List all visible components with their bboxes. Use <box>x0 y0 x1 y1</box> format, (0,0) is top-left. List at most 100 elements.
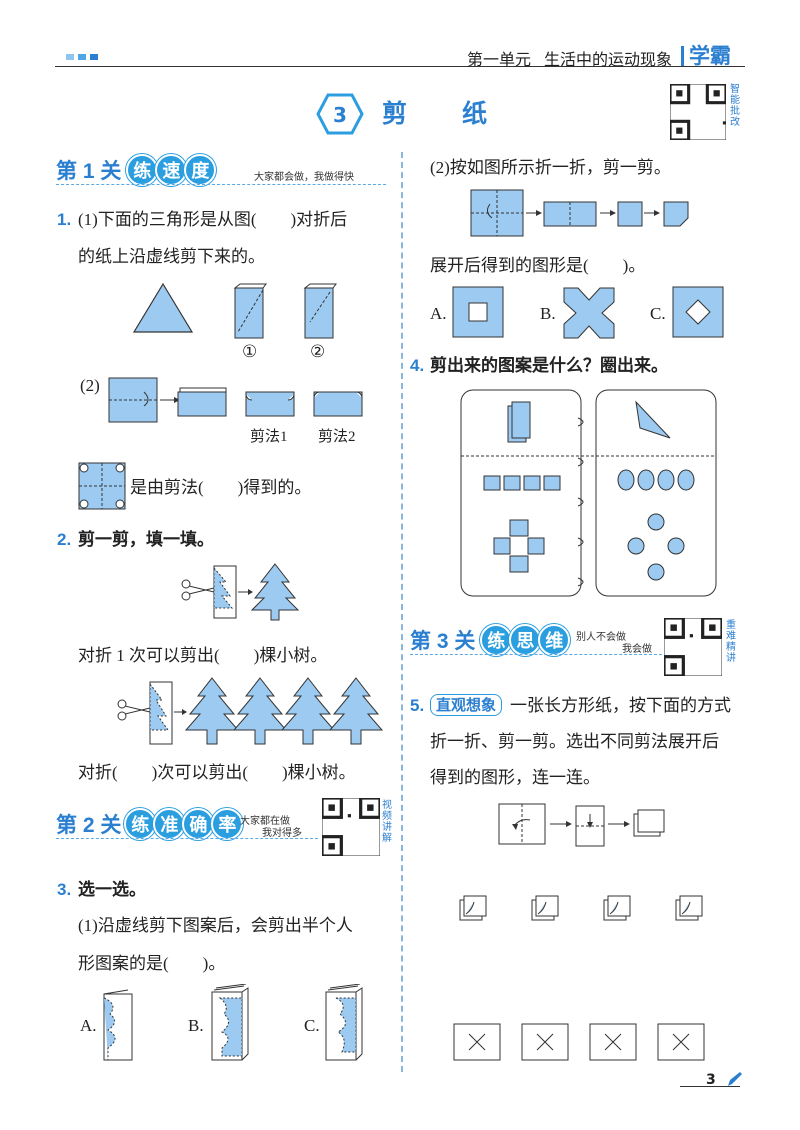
lesson-title-a: 剪 <box>382 99 408 128</box>
question-1-part2-text: 是由剪法( )得到的。 <box>130 478 312 497</box>
stage-1-slogan: 大家都会做，我做得快 <box>254 172 354 183</box>
booklet-b <box>211 984 249 1061</box>
page-number: 3 <box>706 1072 716 1088</box>
unfolded-shapes-row <box>453 1023 705 1061</box>
question-3-part1-line1: (1)沿虚线剪下图案后，会剪出半个人 <box>78 916 353 935</box>
question-2-title: 剪一剪，填一填。 <box>78 530 214 550</box>
stage-2-char: 确 <box>182 808 215 840</box>
stage-3-label: 第 3 关 <box>410 630 476 653</box>
question-5-line1: 一张长方形纸，按下面的方式 <box>510 696 731 715</box>
question-3-number: 3. <box>57 880 72 899</box>
option-c-shape <box>672 286 724 338</box>
qr-caption-video: 视频讲解 <box>382 800 392 844</box>
question-5-line3: 得到的图形，连一连。 <box>430 768 600 787</box>
question-2-line2: 对折( )次可以剪出( )棵小树。 <box>78 763 356 782</box>
question-4-title: 剪出来的图案是什么？圈出来。 <box>430 356 668 376</box>
tree-shape <box>328 677 384 745</box>
question-5-line2: 折一折、剪一剪。选出不同剪法展开后 <box>430 732 719 751</box>
figure-label-1: ① <box>242 342 258 361</box>
rect-fold-sequence <box>498 803 665 847</box>
question-3-option-c[interactable]: C. <box>304 1016 320 1035</box>
question-2-line1: 对折 1 次可以剪出( )棵小树。 <box>78 646 328 665</box>
booklet-a <box>103 989 133 1061</box>
method-label-1: 剪法1 <box>250 429 288 445</box>
question-3-part1-line2: 形图案的是( )。 <box>78 954 226 973</box>
stage-3-badge: 第 3 关 练 思 维 <box>410 624 571 656</box>
folded-paper-2 <box>303 283 337 339</box>
question-1-number: 1. <box>57 210 72 229</box>
stage-2-underline <box>56 838 318 839</box>
stage-1-badge: 第 1 关 练 速 度 <box>56 154 217 186</box>
question-1-part1-line1: (1)下面的三角形是从图( )对折后 <box>78 210 348 229</box>
stage-1-char: 度 <box>184 154 217 186</box>
header-decor <box>66 54 98 60</box>
tree-shape <box>280 677 336 745</box>
header-rule <box>55 66 745 67</box>
cut-mark <box>465 901 475 915</box>
stage-3-slogan-b: 我会做 <box>622 644 652 655</box>
right-option-a[interactable]: A. <box>430 304 447 323</box>
unit-label: 第一单元 <box>467 50 532 69</box>
question-1-part2-label: (2) <box>80 376 100 395</box>
footer-rule <box>680 1086 740 1087</box>
stage-3-char: 思 <box>509 624 542 656</box>
question-4-number: 4. <box>410 356 425 375</box>
question-2-number: 2. <box>57 530 72 549</box>
question-1-part1-line2: 的纸上沿虚线剪下来的。 <box>78 247 265 266</box>
pencil-icon <box>728 1072 742 1086</box>
folded-paper-1 <box>233 283 267 339</box>
stage-1-label: 第 1 关 <box>56 160 122 183</box>
pattern-matching-board <box>460 389 717 597</box>
stage-1-char: 速 <box>155 154 188 186</box>
stage-1-char: 练 <box>126 154 159 186</box>
stage-2-char: 准 <box>153 808 186 840</box>
booklet-c <box>325 984 363 1061</box>
column-divider <box>401 152 403 1072</box>
stage-2-slogan-b: 我对得多 <box>262 828 302 839</box>
stage-1-underline <box>56 184 386 185</box>
qr-code-video[interactable] <box>322 798 380 856</box>
triangle-figure <box>132 282 194 333</box>
tree-cut-2 <box>117 677 384 745</box>
option-a-shape <box>452 286 504 338</box>
right-part2-line2: 展开后得到的图形是( )。 <box>430 256 646 275</box>
lesson-title-b: 纸 <box>462 99 488 128</box>
question-3-option-a[interactable]: A. <box>80 1016 97 1035</box>
cut-mark <box>609 901 619 915</box>
question-5-number: 5. <box>410 696 425 715</box>
figure-label-2: ② <box>310 342 326 361</box>
option-b-shape <box>563 287 615 339</box>
folded-shapes-row <box>459 895 703 921</box>
qr-code-lecture[interactable] <box>664 618 722 676</box>
brand-logo: 学霸 <box>681 46 731 67</box>
cut-pattern <box>468 1033 486 1051</box>
stage-3-slogan-a: 别人不会做 <box>576 632 626 643</box>
lesson-number: 3 <box>333 103 347 127</box>
cut-mark <box>537 901 547 915</box>
tree-shape <box>184 677 240 745</box>
unit-title: 生活中的运动现象 <box>544 50 673 69</box>
qr-caption-lecture: 重难精讲 <box>726 620 736 664</box>
right-option-c[interactable]: C. <box>650 304 666 323</box>
stage-2-badge: 第 2 关 练 准 确 率 <box>56 808 244 840</box>
question-5-tag: 直观想象 <box>430 694 503 716</box>
qr-caption-grading: 智能批改 <box>730 84 740 128</box>
stage-2-slogan-a: 大家都在做 <box>240 816 290 827</box>
tree-shape <box>232 677 288 745</box>
cut-pattern <box>604 1033 622 1051</box>
right-part2-line1: (2)按如图所示折一折，剪一剪。 <box>430 158 671 177</box>
fold-cut-sequence <box>470 189 689 237</box>
cut-pattern <box>536 1033 554 1051</box>
stage-3-underline <box>410 654 662 655</box>
question-3-title: 选一选。 <box>78 880 146 900</box>
stage-2-char: 率 <box>211 808 244 840</box>
stage-2-label: 第 2 关 <box>56 814 122 837</box>
stage-2-char: 练 <box>124 808 157 840</box>
cut-pattern <box>672 1033 690 1051</box>
qr-code-grading[interactable] <box>670 84 726 140</box>
result-square <box>78 462 126 510</box>
question-3-option-b[interactable]: B. <box>188 1016 204 1035</box>
cut-mark <box>681 901 691 915</box>
tree-cut-1 <box>181 563 300 621</box>
right-option-b[interactable]: B. <box>540 304 556 323</box>
